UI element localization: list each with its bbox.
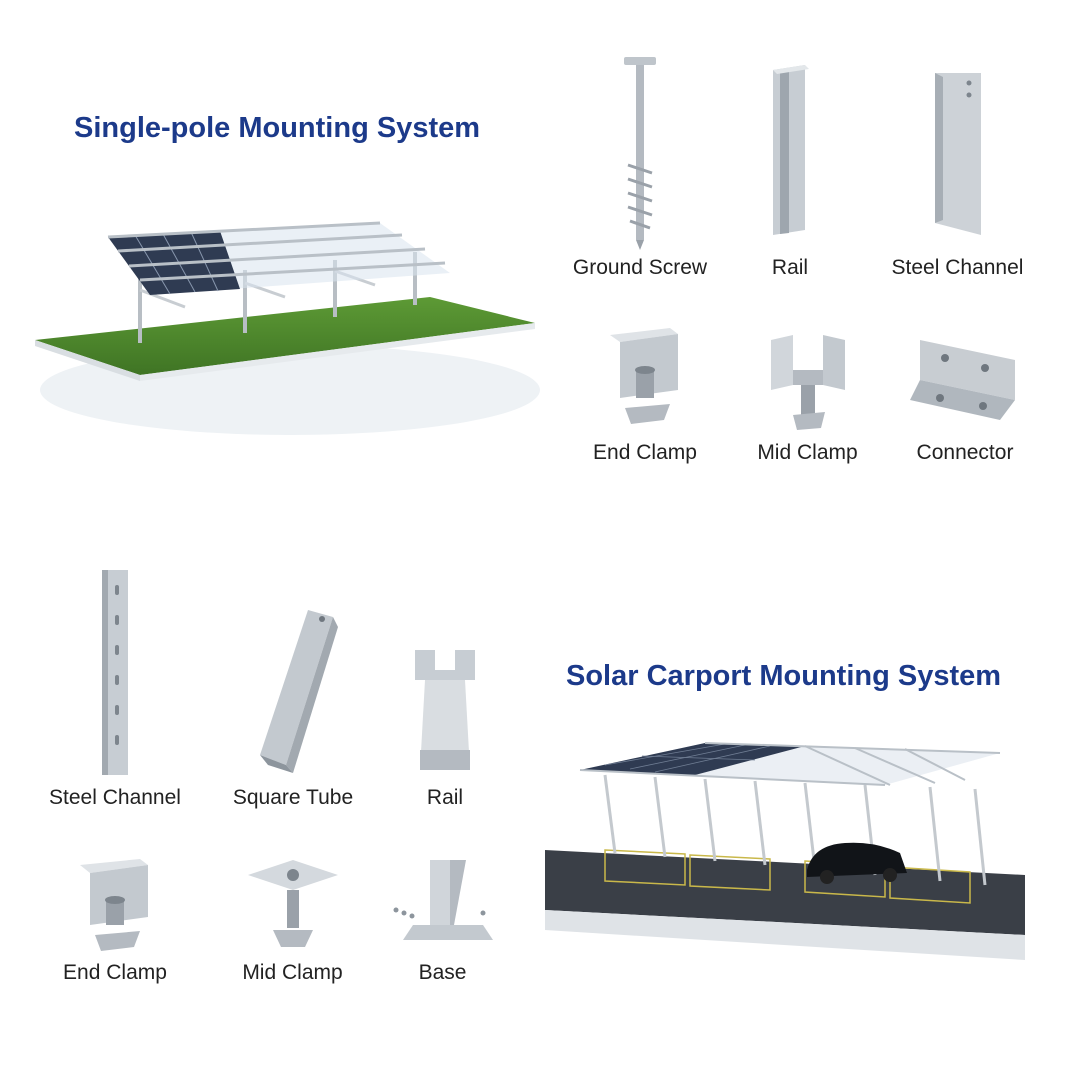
end-clamp-icon bbox=[610, 328, 678, 424]
part-steel-channel: Steel Channel bbox=[870, 55, 1045, 280]
part-mid-clamp: Mid Clamp bbox=[225, 855, 360, 985]
square-tube-icon bbox=[260, 610, 338, 773]
part-ground-screw: Ground Screw bbox=[560, 55, 720, 280]
rail-icon bbox=[415, 650, 475, 770]
part-label: End Clamp bbox=[593, 441, 697, 464]
part-connector: Connector bbox=[895, 320, 1035, 465]
part-label: Mid Clamp bbox=[757, 441, 858, 464]
base-icon bbox=[393, 860, 493, 940]
steel-channel-icon bbox=[934, 73, 981, 235]
steel-channel-icon bbox=[102, 570, 128, 775]
part-label: Base bbox=[418, 961, 467, 984]
connector-icon bbox=[910, 340, 1015, 420]
part-label: Steel Channel bbox=[49, 786, 181, 809]
part-rail: Rail bbox=[730, 55, 850, 280]
mid-clamp-icon bbox=[247, 860, 338, 947]
part-label: Rail bbox=[771, 256, 809, 279]
carport-scene-illustration bbox=[545, 742, 1025, 960]
part-base: Base bbox=[380, 855, 505, 985]
part-mid-clamp: Mid Clamp bbox=[740, 320, 875, 465]
mid-clamp-icon bbox=[770, 335, 845, 430]
single-pole-scene-illustration bbox=[35, 221, 540, 435]
part-steel-channel: Steel Channel bbox=[35, 565, 195, 810]
part-label: Mid Clamp bbox=[242, 961, 343, 984]
part-label: Steel Channel bbox=[891, 256, 1024, 279]
part-label: End Clamp bbox=[63, 961, 167, 984]
carport-title: Solar Carport Mounting System bbox=[566, 660, 1002, 692]
part-end-clamp: End Clamp bbox=[575, 320, 715, 465]
part-end-clamp: End Clamp bbox=[45, 855, 185, 985]
single-pole-title: Single-pole Mounting System bbox=[74, 112, 481, 144]
part-rail: Rail bbox=[395, 630, 495, 810]
part-label: Rail bbox=[426, 786, 464, 809]
end-clamp-icon bbox=[80, 859, 148, 951]
ground-screw-icon bbox=[624, 57, 656, 250]
part-square-tube: Square Tube bbox=[218, 605, 368, 810]
part-label: Connector bbox=[916, 441, 1014, 464]
rail-icon bbox=[773, 65, 809, 235]
part-label: Square Tube bbox=[232, 786, 354, 809]
part-label: Ground Screw bbox=[572, 256, 708, 279]
